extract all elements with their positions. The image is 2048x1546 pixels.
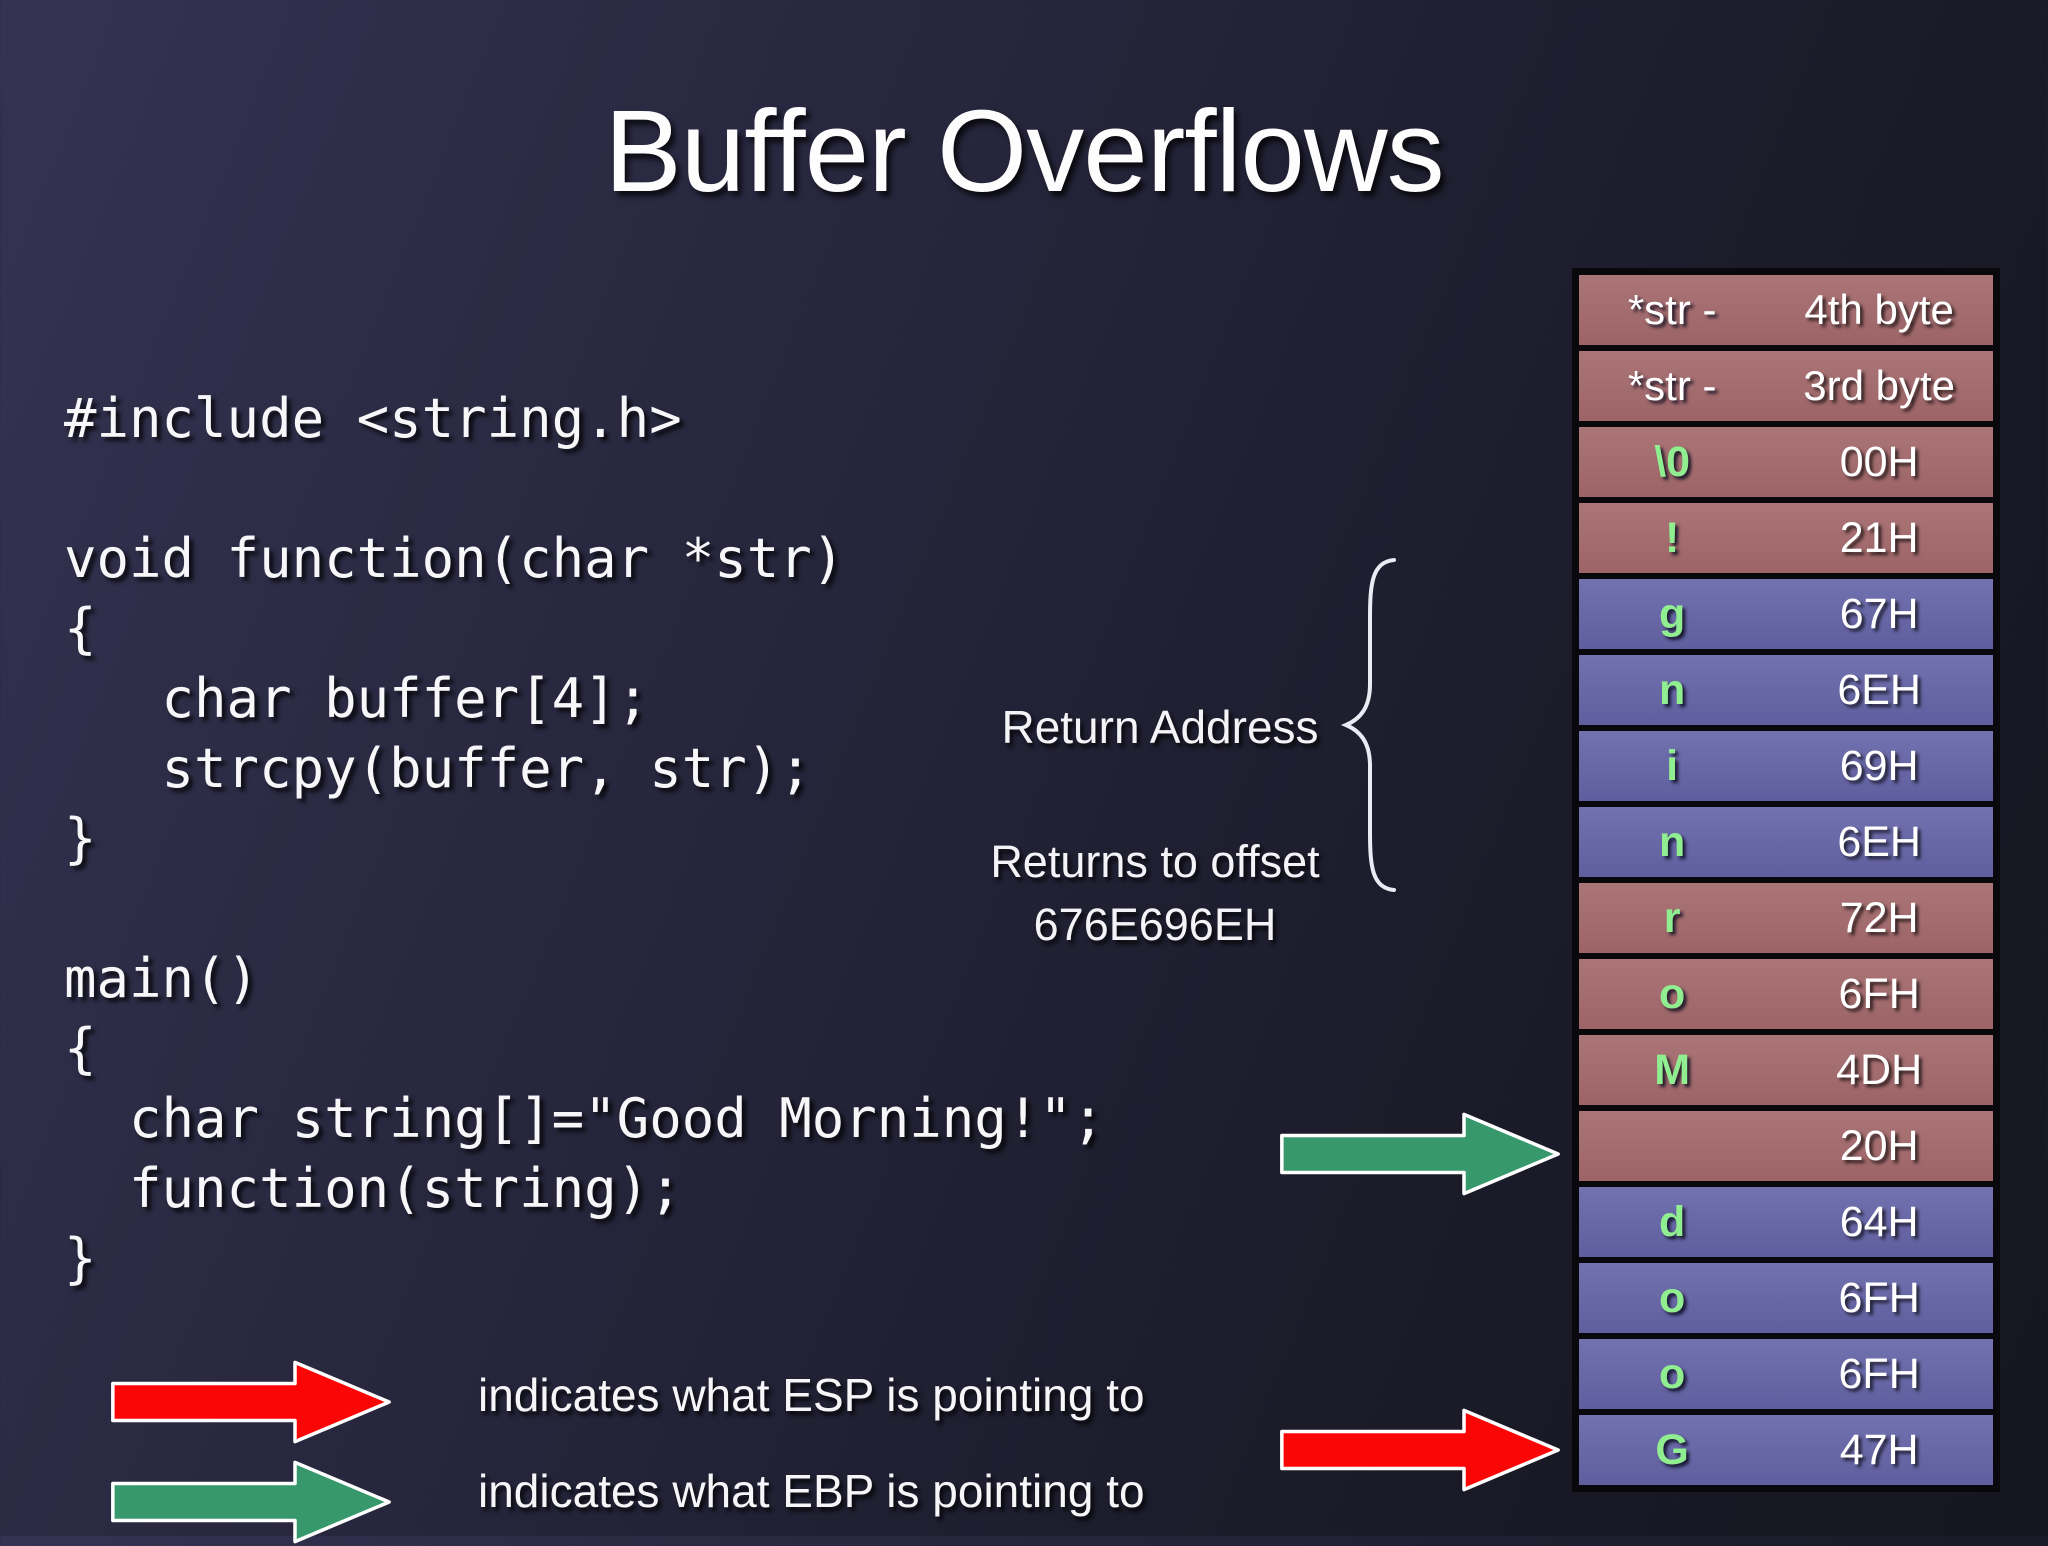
- table-row: d 64H: [1579, 1187, 1993, 1257]
- mem-hex: 6FH: [1838, 1349, 1920, 1398]
- return-address-label: Return Address: [1001, 701, 1319, 753]
- memory-table: *str - 4th byte *str - 3rd byte \0 00H ! 21H…: [1572, 268, 2000, 1492]
- mem-char: n: [1659, 817, 1686, 866]
- esp-legend-label: indicates what ESP is pointing to: [478, 1369, 1145, 1421]
- mem-hex: 6EH: [1837, 665, 1921, 714]
- mem-hex: 6FH: [1838, 969, 1920, 1018]
- mem-hex: 6EH: [1837, 817, 1921, 866]
- mem-char: G: [1655, 1425, 1689, 1474]
- table-row: o 6FH: [1579, 959, 1993, 1029]
- ebp-pointer-arrow-icon: [1280, 1112, 1560, 1196]
- mem-hex: 00H: [1839, 437, 1919, 486]
- mem-hex: 72H: [1839, 893, 1919, 942]
- table-row: M 4DH: [1579, 1035, 1993, 1105]
- mem-label: *str -: [1627, 286, 1717, 333]
- mem-hex: 21H: [1839, 513, 1919, 562]
- mem-hex: 47H: [1839, 1425, 1919, 1474]
- mem-char: i: [1666, 741, 1679, 790]
- table-row: *str - 4th byte: [1579, 275, 1993, 345]
- mem-hex: 69H: [1839, 741, 1919, 790]
- mem-hex: 4DH: [1836, 1045, 1923, 1094]
- table-row: r 72H: [1579, 883, 1993, 953]
- table-row: o 6FH: [1579, 1263, 1993, 1333]
- table-row: g 67H: [1579, 579, 1993, 649]
- table-row: n 6EH: [1579, 807, 1993, 877]
- mem-char: !: [1664, 513, 1680, 562]
- table-row: n 6EH: [1579, 655, 1993, 725]
- ebp-legend-label: indicates what EBP is pointing to: [478, 1465, 1145, 1517]
- table-row: ! 21H: [1579, 503, 1993, 573]
- esp-legend-arrow-icon: [111, 1360, 391, 1444]
- code-block: #include <string.h> void function(char *…: [64, 387, 1105, 1290]
- mem-hex: 67H: [1839, 589, 1919, 638]
- mem-char: g: [1659, 589, 1686, 638]
- returns-offset-label: Returns to offset 676E696EH: [950, 830, 1360, 956]
- curly-brace-icon: [1340, 558, 1396, 892]
- mem-char: o: [1659, 969, 1686, 1018]
- table-row: i 69H: [1579, 731, 1993, 801]
- mem-hex: 20H: [1839, 1121, 1919, 1170]
- mem-char: r: [1663, 893, 1681, 942]
- table-row: G 47H: [1579, 1415, 1993, 1485]
- returns-offset-line2: 676E696EH: [1033, 899, 1277, 950]
- mem-char: o: [1659, 1349, 1686, 1398]
- mem-char: o: [1659, 1273, 1686, 1322]
- table-row: o 6FH: [1579, 1339, 1993, 1409]
- mem-value: 4th byte: [1804, 286, 1954, 333]
- mem-char: n: [1659, 665, 1686, 714]
- page-title: Buffer Overflows: [604, 86, 1444, 216]
- mem-label: *str -: [1627, 362, 1717, 409]
- mem-hex: 64H: [1839, 1197, 1919, 1246]
- mem-char: \0: [1654, 437, 1691, 486]
- mem-char: d: [1659, 1197, 1686, 1246]
- mem-char: M: [1654, 1045, 1691, 1094]
- ebp-legend-arrow-icon: [111, 1460, 391, 1544]
- table-row: *str - 3rd byte: [1579, 351, 1993, 421]
- table-row: 20H: [1579, 1111, 1993, 1181]
- esp-pointer-arrow-icon: [1280, 1408, 1560, 1492]
- table-row: \0 00H: [1579, 427, 1993, 497]
- returns-offset-line1: Returns to offset: [990, 836, 1320, 887]
- mem-hex: 6FH: [1838, 1273, 1920, 1322]
- mem-value: 3rd byte: [1803, 362, 1956, 409]
